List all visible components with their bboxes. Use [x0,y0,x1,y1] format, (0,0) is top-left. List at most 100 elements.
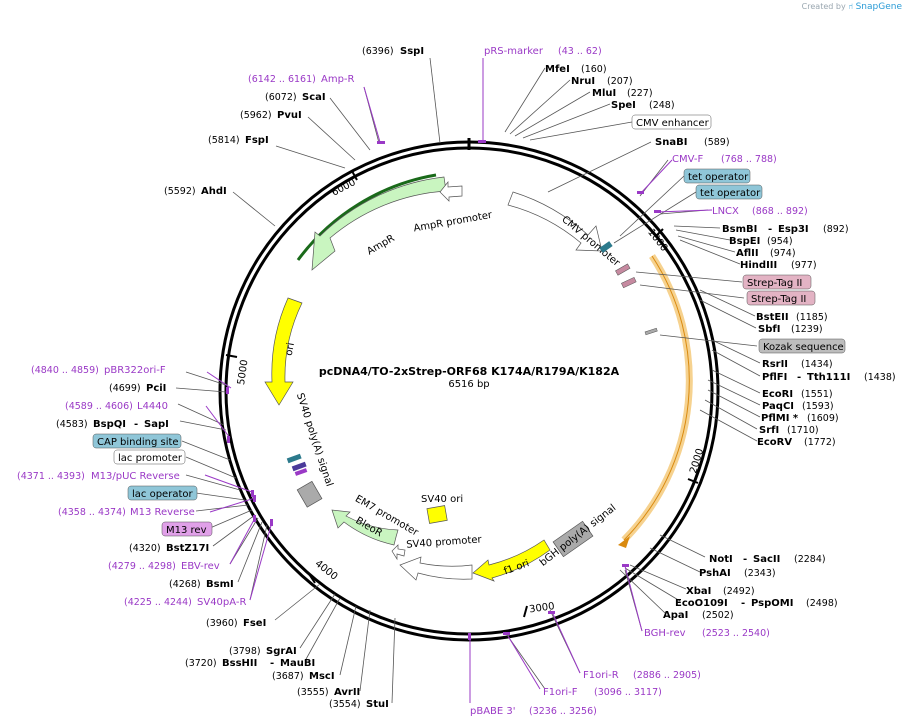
box-cap-binding-site: CAP binding site [92,433,182,449]
label-hindiii: HindIII (977) [740,260,817,271]
label-bsshii: (3720) BssHII - MauBI [185,658,315,669]
label-fsei: (3960) FseI [206,618,266,629]
svg-text:(4371 .. 4393): (4371 .. 4393) [17,471,85,482]
svg-text:(3554): (3554) [329,699,361,710]
svg-text:(1710): (1710) [787,425,819,436]
sv40-polya-block [296,480,323,508]
ampr-promoter-feature [439,181,463,202]
svg-text:XbaI: XbaI [686,586,711,597]
label-bspqi: (4583) BspQI - SapI [56,419,169,430]
svg-text:(160): (160) [581,64,607,75]
svg-text:BGH-rev: BGH-rev [644,628,686,639]
svg-text:BspQI: BspQI [93,419,126,430]
svg-text:(6072): (6072) [265,92,297,103]
svg-text:-: - [743,554,747,565]
svg-text:(1593): (1593) [802,401,834,412]
svg-text:(1185): (1185) [796,312,828,323]
svg-text:(589): (589) [704,137,730,148]
label-pvui: (5962) PvuI [240,110,302,121]
svg-text:(868 .. 892): (868 .. 892) [752,206,808,217]
svg-text:(3236 .. 3256): (3236 .. 3256) [529,706,597,717]
svg-text:Amp-R: Amp-R [321,74,355,85]
box-tet-operator-2: tet operator [695,184,763,200]
ampr-feature [311,176,447,271]
svg-text:EcoRV: EcoRV [757,437,792,448]
label-m13-puc-reverse: (4371 .. 4393) M13/pUC Reverse [17,471,180,482]
svg-text:(3687): (3687) [272,671,304,682]
tick-3000: 3000 [523,601,555,618]
m13-block [294,468,308,476]
tick-5000: 5000 [225,354,250,386]
svg-text:PshAI: PshAI [699,568,731,579]
svg-text:CMV enhancer: CMV enhancer [636,118,710,129]
svg-text:(2502): (2502) [702,610,734,621]
svg-text:(6396): (6396) [362,46,394,57]
label-sspi: (6396) SspI [362,46,424,57]
label-ahdi: (5592) AhdI [164,186,227,197]
box-strep-tag-1: Strep-Tag II [742,274,812,290]
label-fspi: (5814) FspI [208,135,269,146]
label-sv40pa-r: (4225 .. 4244) SV40pA-R [124,597,246,608]
primer-marks [226,140,661,640]
sv40-ori-label: SV40 ori [421,494,463,505]
svg-text:(1609): (1609) [807,413,839,424]
sv40-promoter-feature [399,556,473,581]
svg-text:ApaI: ApaI [663,610,688,621]
svg-text:lac operator: lac operator [132,489,193,500]
svg-text:MauBI: MauBI [280,658,315,669]
svg-text:BstZ17I: BstZ17I [166,543,209,554]
svg-text:PvuI: PvuI [277,110,302,121]
label-mfei: MfeI (160) [545,64,607,75]
svg-text:MluI: MluI [592,88,616,99]
label-rsrii: RsrII (1434) [762,359,833,370]
svg-text:BspEI: BspEI [729,236,760,247]
svg-text:-: - [797,372,801,383]
sv40-promoter-label: SV40 promoter [406,534,483,550]
svg-text:(3960): (3960) [206,618,238,629]
label-nrui: NruI (207) [571,76,633,87]
svg-text:(227): (227) [627,88,653,99]
svg-text:NotI: NotI [709,554,733,565]
svg-text:FseI: FseI [243,618,266,629]
svg-text:(892): (892) [823,224,849,235]
label-lncx: LNCX (868 .. 892) [712,206,808,217]
label-pbabe-3: pBABE 3' (3236 .. 3256) [470,706,597,717]
label-bsmi: (4268) BsmI [169,579,234,590]
label-aflii: AflII (974) [736,248,796,259]
f1-ori-feature [472,539,551,582]
svg-text:SnaBI: SnaBI [655,137,687,148]
label-amp-r: (6142 .. 6161) Amp-R [248,74,355,85]
ori-label: ori [284,342,297,357]
svg-text:SpeI: SpeI [611,100,636,111]
svg-text:lac promoter: lac promoter [118,453,183,464]
svg-text:AflII: AflII [736,248,759,259]
box-strep-tag-2: Strep-Tag II [746,290,816,306]
label-srfi: SrfI (1710) [759,425,819,436]
bgh-polya-block [552,520,594,558]
label-f1ori-r: F1ori-R (2886 .. 2905) [583,670,701,681]
svg-text:(3720): (3720) [185,658,217,669]
label-ecoo109i: EcoO109I - PspOMI (2498) [675,598,838,609]
label-sgrai: (3798) SgrAI [229,646,297,657]
label-f1ori-f: F1ori-F (3096 .. 3117) [543,687,662,698]
box-tet-operator-1: tet operator [683,168,751,184]
svg-text:F1ori-F: F1ori-F [543,687,578,698]
label-stui: (3554) StuI [329,699,389,710]
svg-text:SrfI: SrfI [759,425,779,436]
svg-text:(974): (974) [770,248,796,259]
cmv-promoter-label: CMV promoter [559,214,622,269]
svg-text:-: - [741,598,745,609]
svg-text:(5962): (5962) [240,110,272,121]
svg-text:pBABE 3': pBABE 3' [470,706,516,717]
svg-text:(4840 .. 4859): (4840 .. 4859) [31,365,99,376]
tet-operator-block [599,241,613,253]
svg-text:(954): (954) [767,236,793,247]
svg-text:(6142 .. 6161): (6142 .. 6161) [248,74,316,85]
label-bgh-rev: BGH-rev (2523 .. 2540) [644,628,770,639]
svg-text:RsrII: RsrII [762,359,788,370]
svg-text:SbfI: SbfI [758,324,780,335]
label-mlui: MluI (227) [592,88,653,99]
svg-text:pRS-marker: pRS-marker [484,46,544,57]
svg-text:MscI: MscI [309,671,335,682]
svg-text:(4268): (4268) [169,579,201,590]
